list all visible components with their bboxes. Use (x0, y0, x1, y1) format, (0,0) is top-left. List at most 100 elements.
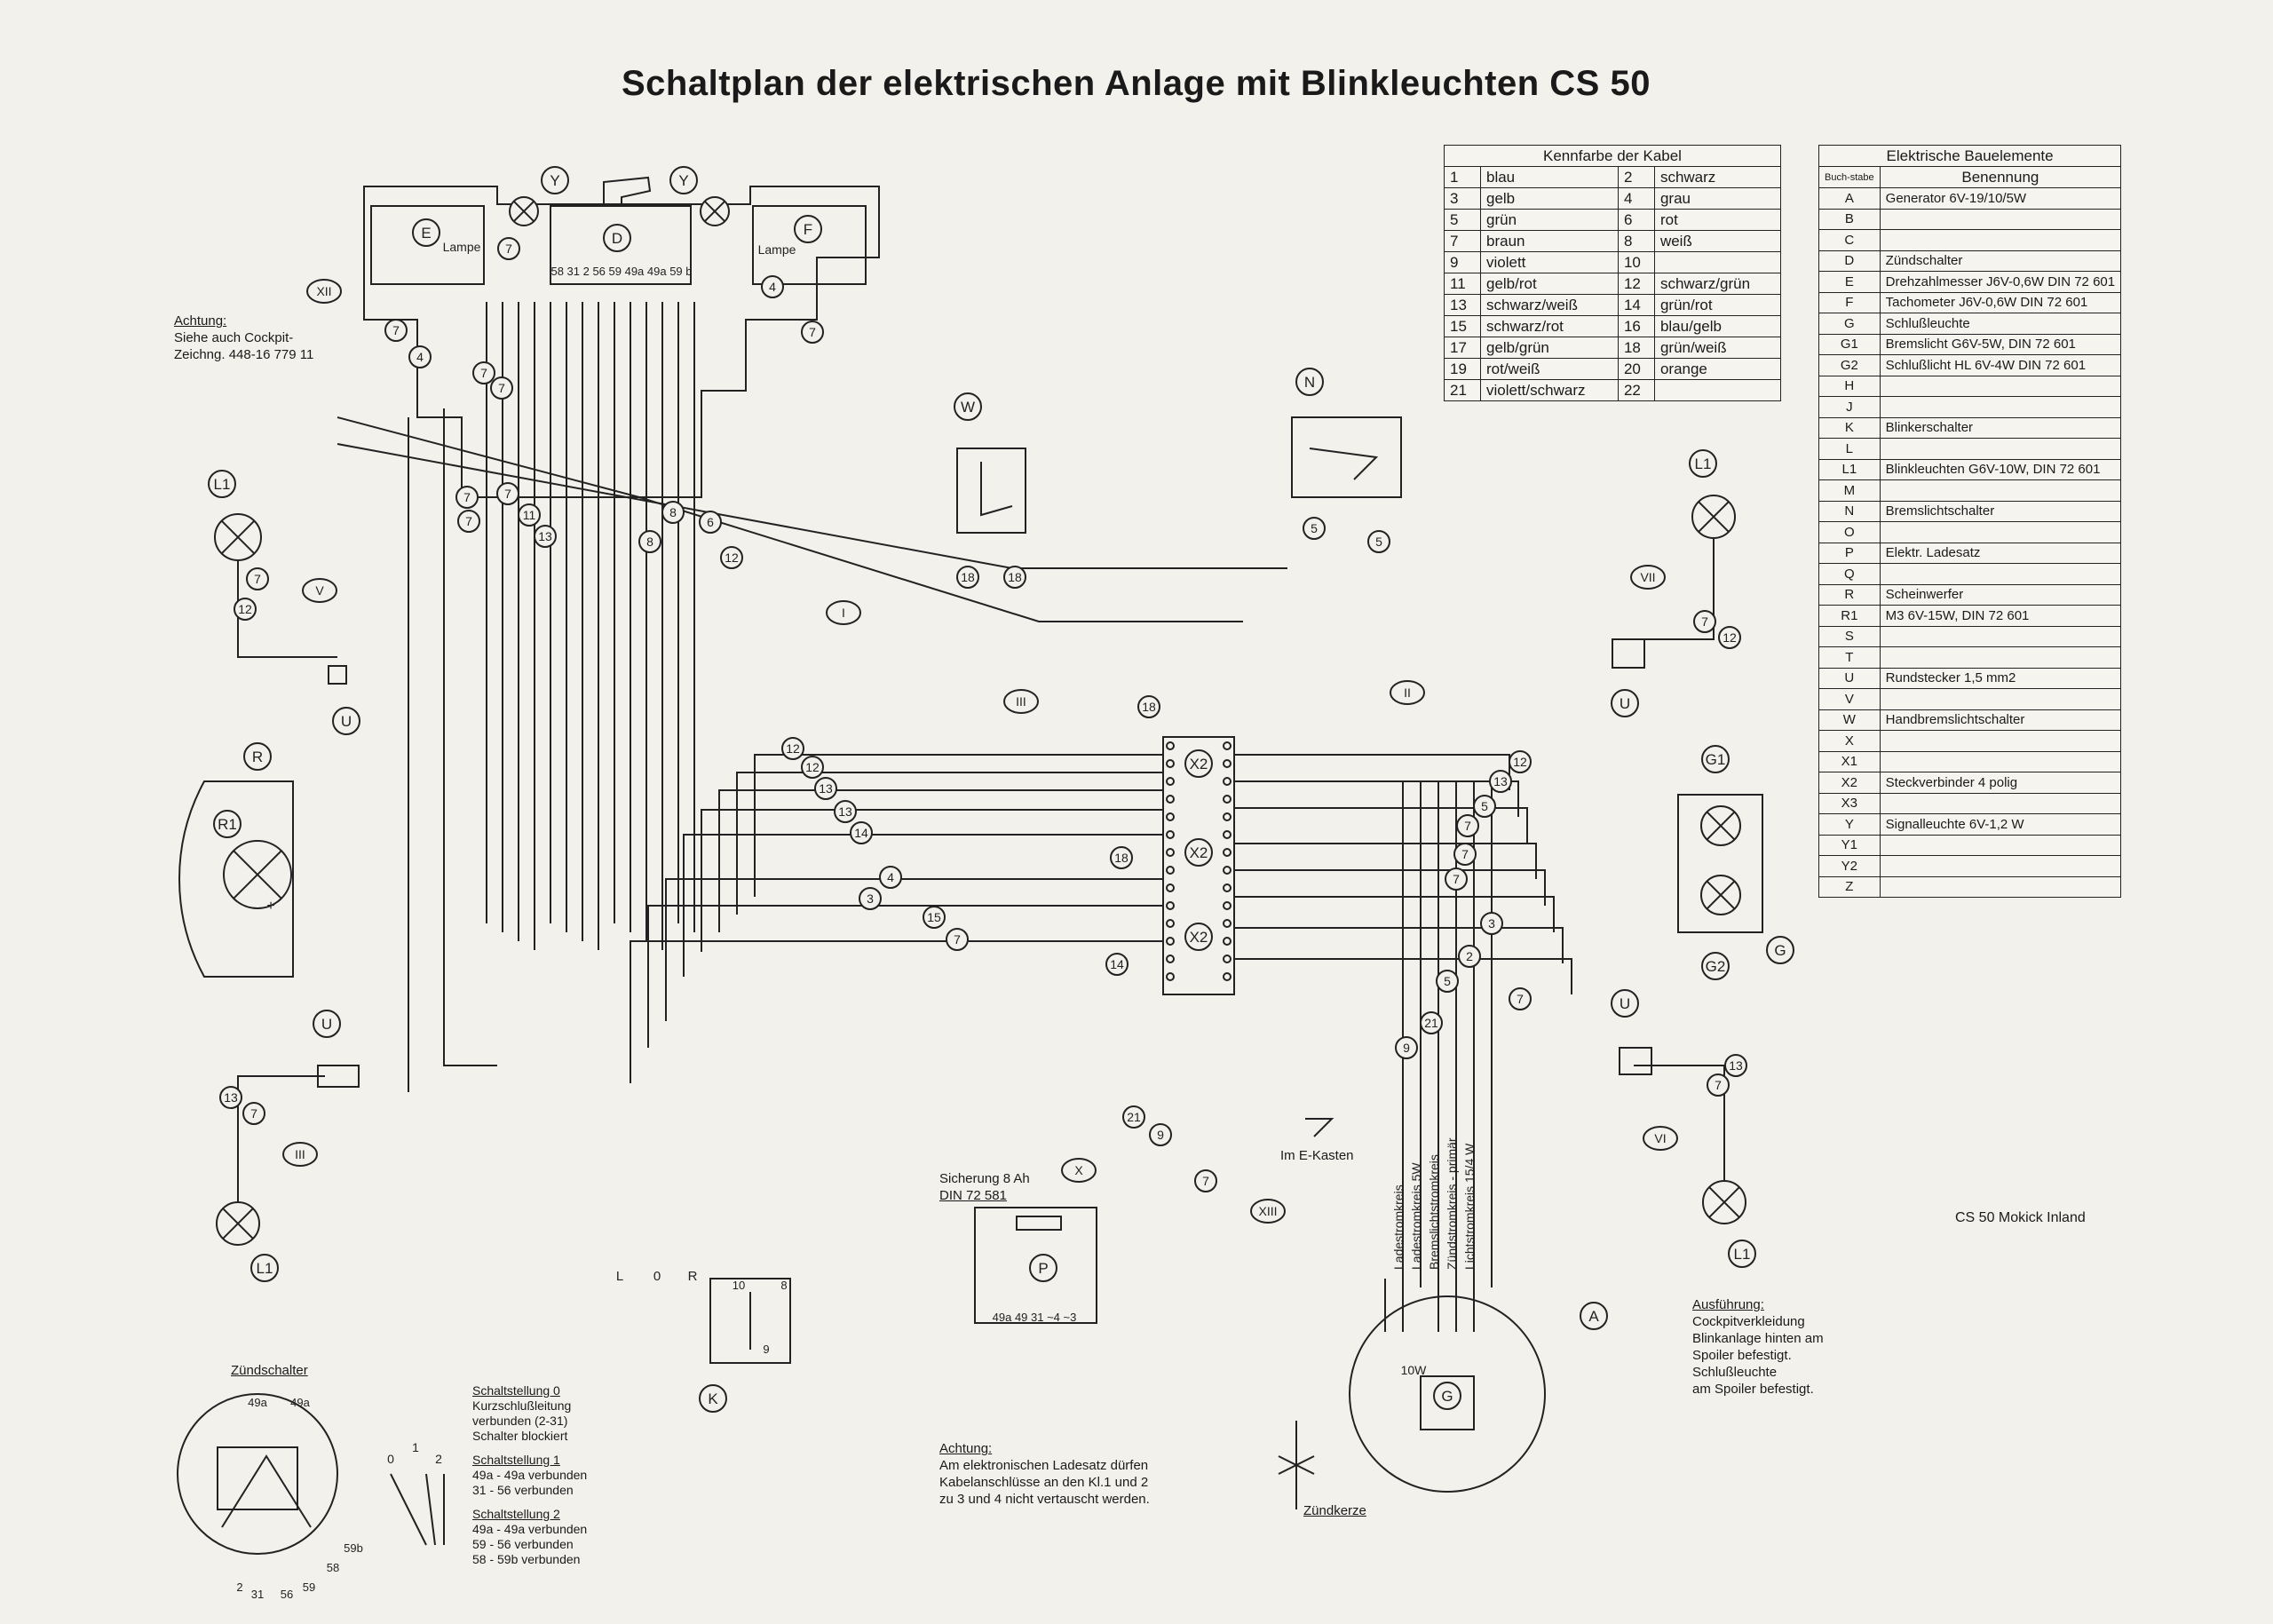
component-u-3: U (1620, 695, 1630, 712)
component-d: D (612, 230, 622, 247)
ground-vi: VI (1654, 1131, 1666, 1145)
wire-number: 13 (538, 529, 552, 543)
connector-u-2 (317, 1065, 360, 1088)
connector-pin (1166, 955, 1175, 963)
ignition-switch-d-box (550, 205, 692, 285)
component-g: G (1774, 942, 1786, 959)
wire-number-marker (1137, 695, 1160, 718)
cable-color: grün/rot (1653, 294, 1782, 316)
note-sicherung: Sicherung 8 Ah DIN 72 581 (939, 1170, 1030, 1204)
wire-number-marker (1445, 867, 1468, 891)
component-u-4-ring (1611, 989, 1639, 1018)
note-line: Sicherung 8 Ah (939, 1171, 1030, 1186)
component-name: Handbremslichtschalter (1879, 709, 2122, 731)
component-table: Elektrische Bauelemente Buch-stabe Benen… (1818, 145, 2122, 898)
wire-number-marker (457, 510, 480, 533)
wire-number: 18 (1114, 851, 1129, 865)
wire-right (1234, 896, 1555, 932)
wire-number-marker (1509, 750, 1532, 773)
wire-number-marker (814, 777, 837, 800)
component-name: Schlußlicht HL 6V-4W DIN 72 601 (1879, 354, 2122, 376)
component-table-row: L (1818, 438, 2122, 460)
wire-left (736, 772, 1163, 915)
brake-switch-box (1291, 416, 1402, 498)
component-letter: O (1818, 521, 1881, 543)
ground-ii-ring (1390, 680, 1425, 705)
connector-pin (1166, 937, 1175, 946)
wire-number-marker (1303, 517, 1326, 540)
generator-circuit-label: Ladestromkreis 5W (1409, 1162, 1423, 1270)
component-n-ring (1295, 368, 1324, 396)
component-letter: W (1818, 709, 1881, 731)
wire-number-marker (1194, 1169, 1217, 1192)
note-line: Kabelanschlüsse an den Kl.1 und 2 (939, 1475, 1149, 1490)
blinker-term-9: 9 (763, 1343, 769, 1356)
component-letter: D (1818, 250, 1881, 272)
wire-number: 7 (250, 1106, 257, 1121)
wire-number: 7 (463, 490, 471, 504)
wire-number: 7 (254, 572, 261, 586)
note-achtung-ladesatz: Achtung: Am elektronischen Ladesatz dürf… (939, 1440, 1150, 1508)
component-l1-front-left-ring (208, 470, 236, 498)
component-letter: L (1818, 438, 1881, 460)
component-letter: X3 (1818, 792, 1881, 814)
blinker-front-left-cross (221, 520, 255, 554)
zs-term: 59 (303, 1580, 315, 1594)
wire-number: 7 (465, 514, 472, 528)
wire-number: 12 (238, 602, 252, 616)
cable-number: 17 (1444, 337, 1481, 359)
generator-circuit-label: Zündstromkreis - primär (1445, 1137, 1459, 1270)
connector-pin (1166, 866, 1175, 875)
tachometer-e-box (370, 205, 485, 285)
wire-number-marker (1707, 1073, 1730, 1097)
cable-number: 16 (1617, 315, 1655, 337)
wire-left (754, 754, 1163, 897)
component-letter: J (1818, 396, 1881, 418)
lamp-label-e: Lampe (443, 240, 481, 254)
component-name (1879, 563, 2122, 585)
generator-leads (1384, 1279, 1475, 1332)
component-name: Scheinwerfer (1879, 583, 2122, 606)
ground-vii-ring (1630, 565, 1666, 590)
ground-xii: XII (316, 284, 331, 298)
wire-number: 5 (1444, 974, 1451, 988)
generator-g-box (1420, 1375, 1475, 1430)
cable-color: grün/weiß (1653, 337, 1782, 359)
generator-10w: 10W (1401, 1363, 1428, 1377)
wire-number: 12 (786, 741, 800, 756)
wire-number-marker (1693, 610, 1716, 633)
label-zuendschalter: Zündschalter (231, 1363, 308, 1378)
tachometer-f-box (752, 205, 867, 285)
wire-number: 13 (224, 1090, 238, 1105)
wire-diagonal-1 (337, 443, 1287, 569)
ground-x-ring (1061, 1158, 1097, 1183)
connector-pin (1166, 883, 1175, 892)
component-name: Bremslicht G6V-5W, DIN 72 601 (1879, 333, 2122, 355)
component-letter: Z (1818, 875, 1881, 898)
component-d-ring (603, 224, 631, 252)
wire-number-marker (472, 361, 495, 384)
wire-number: 2 (1466, 949, 1473, 963)
component-g2: G2 (1706, 958, 1726, 975)
component-u-2: U (321, 1016, 332, 1033)
cable-number: 19 (1444, 358, 1481, 380)
cable-number: 18 (1617, 337, 1655, 359)
wire-number: 4 (769, 280, 776, 294)
component-letter: B (1818, 208, 1881, 230)
wire-right (1234, 780, 1519, 817)
cable-number: 2 (1617, 166, 1655, 188)
wire-number-marker (496, 482, 519, 505)
connector-pin (1166, 759, 1175, 768)
schaltstellung-notes: Schaltstellung 0 Kurzschlußleitung verbu… (472, 1383, 587, 1567)
wire-number: 7 (504, 487, 511, 501)
wire-number-marker (946, 928, 969, 951)
ground-ii: II (1404, 685, 1411, 700)
component-col-letter: Buch-stabe (1818, 166, 1881, 188)
wire-number: 21 (1127, 1110, 1141, 1124)
